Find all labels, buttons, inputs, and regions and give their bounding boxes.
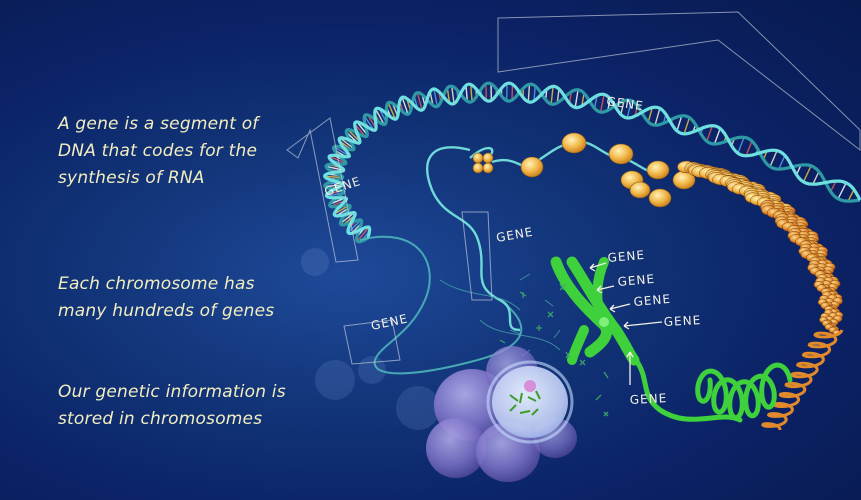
- gene-label-chromosome-4: GENE: [663, 313, 701, 329]
- gene-label-middle: GENE: [495, 225, 534, 245]
- nucleosome: [629, 181, 651, 199]
- caption-chromosome-genes: Each chromosome has many hundreds of gene…: [58, 271, 298, 325]
- nucleosome: [561, 132, 587, 154]
- gene-arrows: [589, 262, 663, 385]
- gene-brackets: [286, 11, 861, 365]
- nucleosome: [520, 156, 544, 178]
- nucleosome-cluster-1: [472, 152, 494, 174]
- cells: [426, 346, 577, 482]
- caption-line: synthesis of RNA: [58, 168, 205, 188]
- gene-label-chromosome-3: GENE: [633, 292, 672, 309]
- caption-line: stored in chromosomes: [58, 409, 263, 429]
- scattered-chromosomes: [499, 283, 609, 417]
- caption-line: Each chromosome has: [58, 274, 255, 294]
- faint-cells: [301, 248, 440, 430]
- caption-gene-definition: A gene is a segment of DNA that codes for…: [58, 111, 288, 192]
- cell-nucleus: [492, 366, 568, 438]
- nucleosome: [648, 188, 672, 208]
- gene-label-chromosome-1: GENE: [607, 248, 646, 265]
- gene-label-top: GENE: [606, 94, 645, 113]
- nucleosome: [646, 160, 670, 180]
- caption-line: Our genetic information is: [58, 382, 286, 402]
- cell: [426, 418, 486, 478]
- nucleosome: [608, 143, 634, 165]
- gene-labels: GENE GENE GENE GENE GENE GENE GENE GENE …: [323, 94, 702, 407]
- caption-line: many hundreds of genes: [58, 301, 275, 321]
- caption-line: DNA that codes for the: [58, 141, 258, 161]
- nucleus-chromosomes: [509, 390, 541, 416]
- nucleosomes: [472, 132, 696, 208]
- dna-double-helix: [323, 81, 861, 244]
- chromatin-fiber: [677, 160, 844, 337]
- chromatin-thread: [426, 146, 521, 332]
- gene-label-chromosome-bottom: GENE: [629, 391, 667, 407]
- caption-line: A gene is a segment of: [58, 114, 259, 134]
- thin-fibers: [439, 273, 561, 357]
- gene-label-chromosome-2: GENE: [617, 272, 656, 289]
- green-coil: [695, 362, 793, 421]
- supercoil: [761, 329, 844, 431]
- caption-genetic-information: Our genetic information is stored in chro…: [58, 379, 318, 433]
